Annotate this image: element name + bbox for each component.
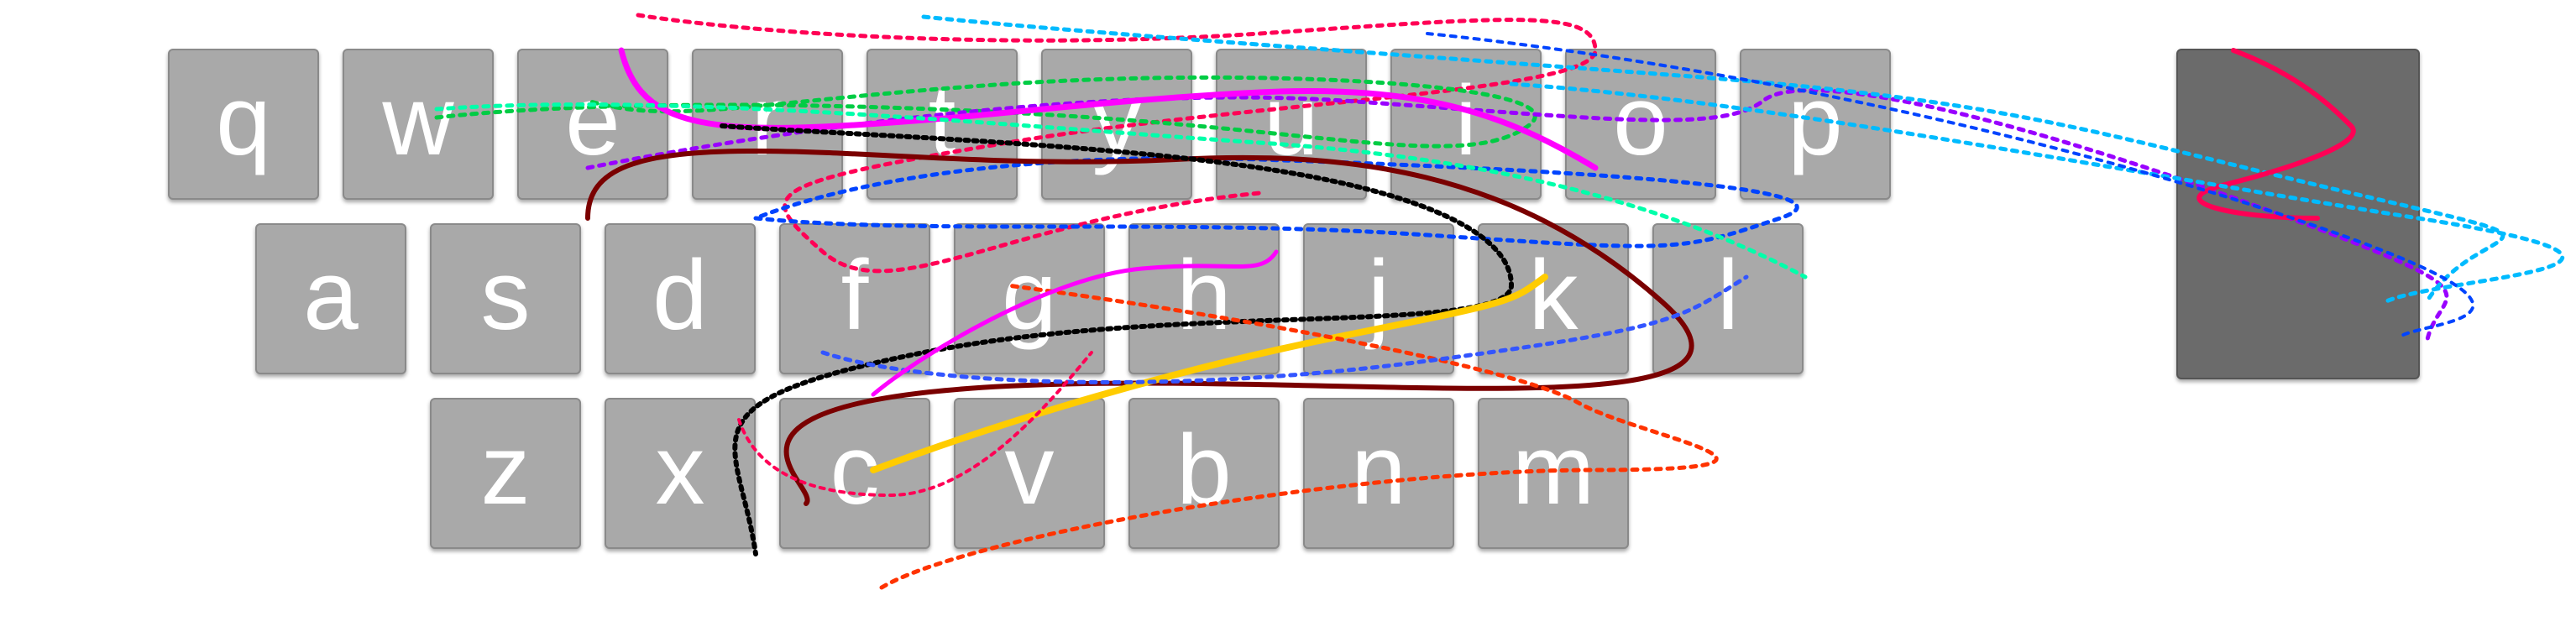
key-p[interactable]: p — [1740, 49, 1891, 200]
key-r[interactable]: r — [692, 49, 843, 200]
key-t[interactable]: t — [867, 49, 1018, 200]
key-m[interactable]: m — [1478, 398, 1629, 549]
key-f[interactable]: f — [779, 223, 930, 374]
key-w[interactable]: w — [343, 49, 494, 200]
key-x[interactable]: x — [605, 398, 756, 549]
key-z[interactable]: z — [430, 398, 581, 549]
key-j[interactable]: j — [1303, 223, 1454, 374]
key-c[interactable]: c — [779, 398, 930, 549]
key-n[interactable]: n — [1303, 398, 1454, 549]
key-k[interactable]: k — [1478, 223, 1629, 374]
key-s[interactable]: s — [430, 223, 581, 374]
key-e[interactable]: e — [517, 49, 668, 200]
key-o[interactable]: o — [1565, 49, 1716, 200]
key-a[interactable]: a — [255, 223, 406, 374]
key-l[interactable]: l — [1652, 223, 1804, 374]
key-i[interactable]: i — [1390, 49, 1542, 200]
key-b[interactable]: b — [1128, 398, 1280, 549]
key-g[interactable]: g — [954, 223, 1105, 374]
enter-key[interactable] — [2176, 49, 2420, 379]
key-d[interactable]: d — [605, 223, 756, 374]
key-u[interactable]: u — [1216, 49, 1367, 200]
key-v[interactable]: v — [954, 398, 1105, 549]
key-q[interactable]: q — [168, 49, 319, 200]
key-y[interactable]: y — [1041, 49, 1192, 200]
key-h[interactable]: h — [1128, 223, 1280, 374]
